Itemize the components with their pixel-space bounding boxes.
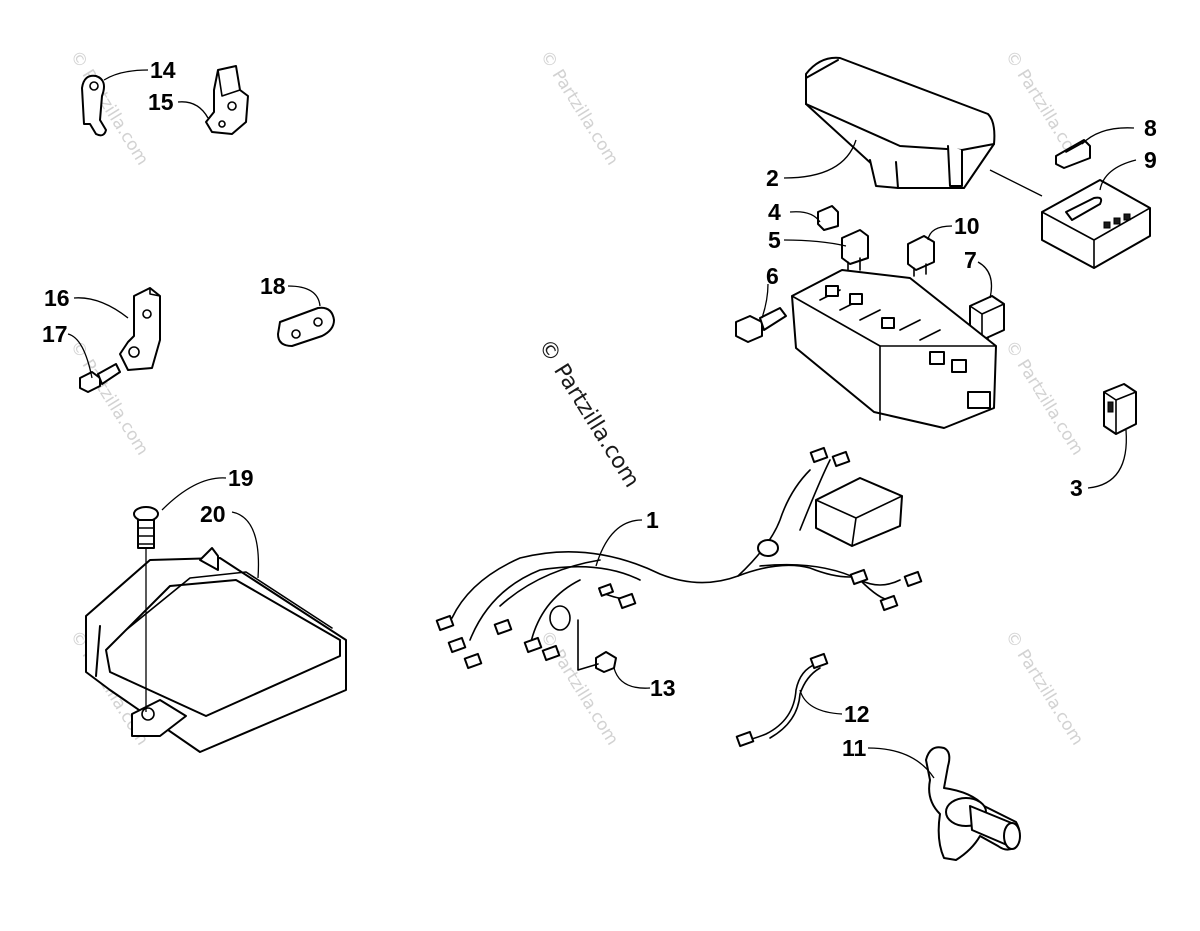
part-20-module (85, 547, 347, 753)
callout-19: 19 (228, 465, 254, 491)
part-16-bracket (119, 287, 161, 371)
callout-3: 3 (1070, 475, 1083, 501)
watermark: © Partzilla.com (66, 47, 152, 169)
part-19-screw (133, 506, 159, 712)
watermark-center: © Partzilla.com (533, 335, 644, 492)
part-14-bracket (81, 74, 107, 137)
part-12-wire-lead (735, 652, 829, 748)
part-9-fuse-puller (1041, 179, 1151, 269)
part-15-bracket (205, 65, 249, 135)
part-17-bolt (79, 363, 121, 393)
part-11-sensor (925, 746, 1021, 861)
leader-lines (67, 69, 1137, 779)
callout-12: 12 (844, 701, 870, 727)
part-6-bolt (735, 307, 787, 343)
part-3-relay (1103, 383, 1137, 435)
part-18-plate (277, 306, 335, 347)
callout-15: 15 (148, 89, 174, 115)
callout-7: 7 (964, 247, 977, 273)
callout-16: 16 (44, 285, 70, 311)
part-2-fuse-cover (805, 56, 996, 189)
part-1-wiring-harness (435, 446, 923, 670)
callout-10: 10 (954, 213, 980, 239)
part-5-relay (841, 229, 869, 273)
part-13-bolt (577, 619, 617, 673)
callout-9: 9 (1144, 147, 1157, 173)
callout-11: 11 (842, 735, 867, 761)
callout-13: 13 (650, 675, 676, 701)
callout-8: 8 (1144, 115, 1157, 141)
callout-14: 14 (150, 57, 176, 83)
callout-20: 20 (200, 501, 226, 527)
part-4-fuse (817, 205, 839, 231)
watermark: © Partzilla.com (536, 47, 622, 169)
watermark: © Partzilla.com (1001, 627, 1087, 749)
part-8-clip (1055, 139, 1091, 169)
watermark: © Partzilla.com (536, 627, 622, 749)
callout-labels: 14 15 16 17 18 19 20 2 4 5 6 10 7 8 9 3 … (42, 57, 1157, 761)
part-10-relay (907, 235, 935, 277)
fuse-box-base (791, 269, 997, 429)
callout-18: 18 (260, 273, 286, 299)
callout-2: 2 (766, 165, 779, 191)
watermark: © Partzilla.com (1001, 337, 1087, 459)
callout-6: 6 (766, 263, 779, 289)
connector-cluster (435, 446, 923, 670)
callout-17: 17 (42, 321, 68, 347)
callout-4: 4 (768, 199, 781, 225)
callout-5: 5 (768, 227, 781, 253)
callout-1: 1 (646, 507, 659, 533)
